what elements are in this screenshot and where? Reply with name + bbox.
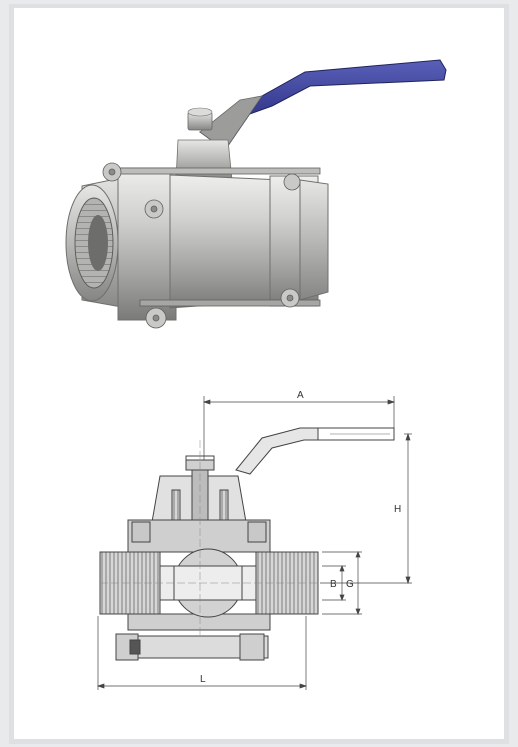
dimension-g-label: G [346,579,354,590]
ball-valve-photo [65,59,447,329]
valve-body [169,174,283,309]
right-end-cap [299,179,329,301]
dimension-lines [96,396,412,690]
dimension-h-label: H [394,504,401,515]
dimension-a-label: A [297,390,304,401]
dimension-b-label: B [330,579,337,590]
body-bolts [102,162,321,329]
ball-valve-section-drawing [99,427,395,661]
dimension-l-label: L [200,674,206,685]
